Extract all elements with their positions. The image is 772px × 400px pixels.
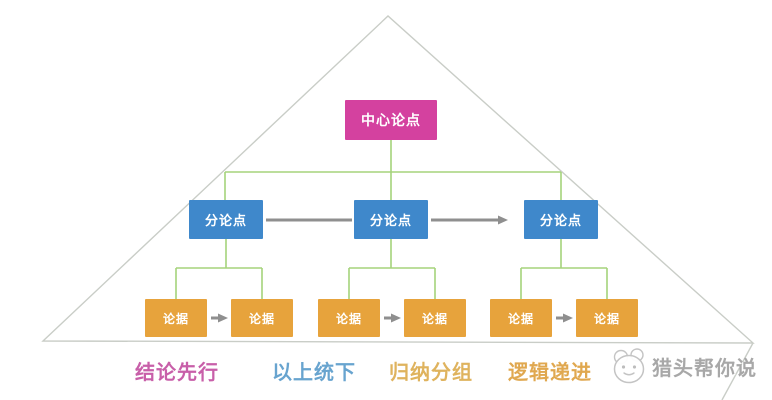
- principle-label-conclusion-first: 结论先行: [135, 360, 219, 384]
- watermark-text: 猎头帮你说: [652, 355, 757, 380]
- evidence-node-5: 论据: [490, 299, 552, 337]
- sub-argument-node-3: 分论点: [524, 200, 598, 239]
- connector-branch1-to-leaves: [175, 239, 263, 299]
- watermark: 猎头帮你说: [608, 345, 772, 387]
- evidence-node-3: 论据: [318, 299, 380, 337]
- connector-branch2-to-leaves: [348, 239, 436, 299]
- evidence-node-6: 论据: [576, 299, 638, 337]
- connector-branch3-to-leaves: [520, 239, 608, 299]
- principle-label-logical-progression: 逻辑递进: [508, 360, 592, 384]
- pyramid-edge-overshoot-line: [721, 342, 754, 400]
- evidence-node-4: 论据: [404, 299, 466, 337]
- pyramid-outline-triangle: [41, 15, 755, 344]
- principle-label-inductive-grouping: 归纳分组: [389, 360, 473, 384]
- evidence-node-2: 论据: [231, 299, 293, 337]
- connector-center-to-branches: [224, 140, 562, 200]
- principle-label-top-governs-bottom: 以上统下: [272, 360, 356, 384]
- center-argument-node: 中心论点: [345, 100, 437, 140]
- cartoon-face-icon: [613, 348, 645, 384]
- sub-argument-node-1: 分论点: [189, 200, 263, 239]
- evidence-node-1: 论据: [145, 299, 207, 337]
- sub-argument-node-2: 分论点: [354, 200, 428, 239]
